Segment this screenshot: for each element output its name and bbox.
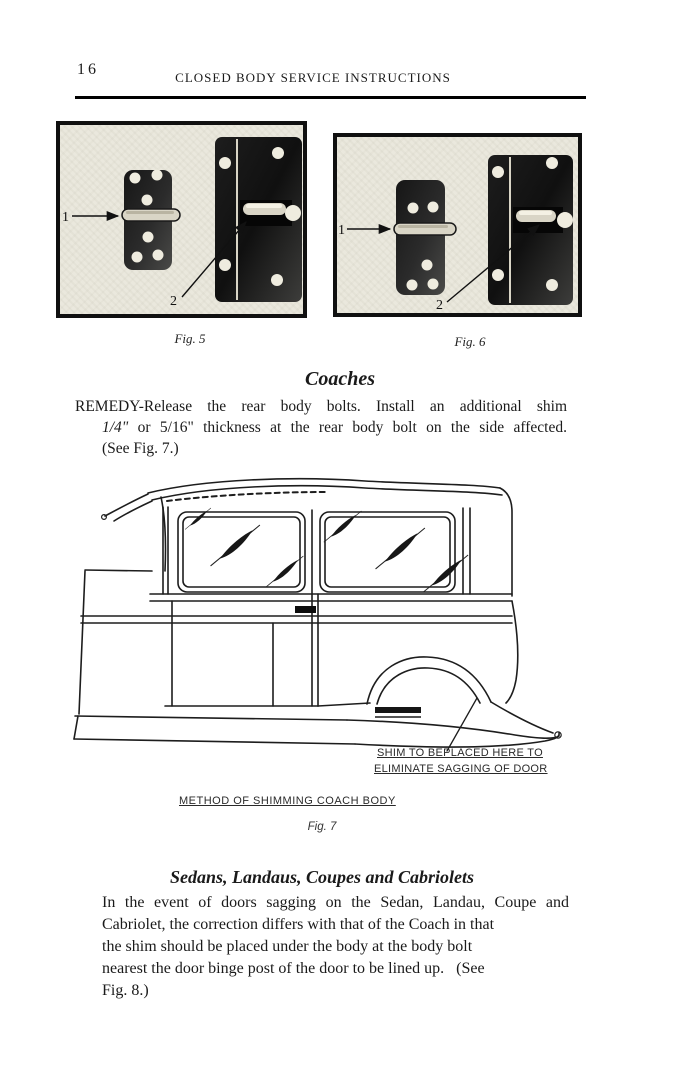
remedy-line-2-rest: or 5/16" thickness at the rear body bolt… <box>128 419 567 436</box>
figure-5-photo: 1 2 <box>56 121 307 318</box>
sedans-line-2: Cabriolet, the correction differs with t… <box>102 916 495 933</box>
header-rule <box>75 96 586 99</box>
figure-5-illustration: 1 2 <box>62 137 302 309</box>
striker-plate <box>215 137 302 302</box>
figure-6-photo: 1 2 <box>333 133 582 317</box>
shim-note-line-2: ELIMINATE SAGGING OF DOOR <box>374 763 548 775</box>
figure-6-caption: Fig. 6 <box>454 334 486 349</box>
callout-1-label: 1 <box>62 210 69 225</box>
callout-arrow-1: 1 <box>62 210 120 225</box>
coaches-heading: Coaches <box>305 368 375 390</box>
callout-arrow-1: 1 <box>338 223 392 238</box>
sedans-line-5: Fig. 8.) <box>102 982 149 999</box>
frame-rail <box>375 707 421 713</box>
header-title: CLOSED BODY SERVICE INSTRUCTIONS <box>175 70 451 85</box>
callout-arrow-2: 2 <box>436 224 540 313</box>
figure-7-coach-drawing <box>73 477 562 752</box>
figure-6-illustration: 1 2 <box>338 155 573 313</box>
page-number: 16 <box>77 61 99 78</box>
figure-5-caption: Fig. 5 <box>174 331 206 346</box>
sedans-heading: Sedans, Landaus, Coupes and Cabriolets <box>169 867 475 887</box>
remedy-line-2: 1/4" or 5/16" thickness at the rear body… <box>102 417 567 438</box>
remedy-fraction: 1/4" <box>102 419 129 436</box>
sedans-paragraph: In the event of doors sagging on the Sed… <box>102 892 569 1002</box>
figure-7-caption: Fig. 7 <box>307 821 337 833</box>
sedans-line-3: the shim should be placed under the body… <box>102 938 473 955</box>
sedans-line-1: In the event of doors sagging on the Sed… <box>102 894 569 911</box>
callout-2-label: 2 <box>436 298 443 313</box>
shim-note-line-1: SHIM TO BEPLACED HERE TO <box>377 747 543 759</box>
callout-1-label: 1 <box>338 223 345 238</box>
callout-2-label: 2 <box>170 294 177 309</box>
remedy-line-3: (See Fig. 7.) <box>102 440 179 457</box>
sedans-line-4: nearest the door binge post of the door … <box>102 960 485 977</box>
coaches-remedy-paragraph: REMEDY-Release the rear body bolts. Inst… <box>75 396 567 459</box>
dovetail-plate <box>121 169 181 270</box>
method-caption: METHOD OF SHIMMING COACH BODY <box>179 795 396 807</box>
striker-plate <box>488 155 573 305</box>
dovetail-plate <box>393 180 457 295</box>
window-reflections <box>184 507 469 593</box>
remedy-line-1: REMEDY-Release the rear body bolts. Inst… <box>75 398 567 415</box>
callout-arrow-2: 2 <box>170 221 247 309</box>
door-handle <box>295 606 316 613</box>
